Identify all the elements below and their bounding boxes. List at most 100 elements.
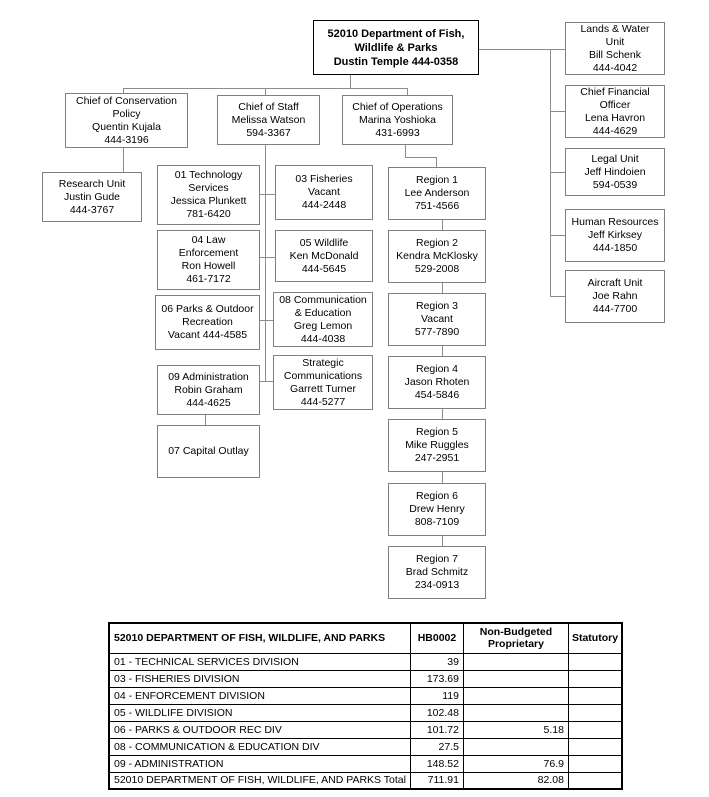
org-node-text: 594-3367 [246, 126, 291, 139]
org-node-text: Dustin Temple 444-0358 [333, 55, 459, 68]
org-node-text: Justin Gude [63, 190, 121, 203]
org-node-text: Melissa Watson [231, 113, 306, 126]
org-node-text: 444-4042 [592, 61, 638, 74]
table-cell-label: 52010 DEPARTMENT OF FISH, WILDLIFE, AND … [108, 771, 411, 790]
connector-line [550, 111, 565, 112]
org-node-text: 444-5277 [300, 395, 346, 408]
org-node-text: Chief of Conservation [76, 94, 177, 107]
table-cell-non_budgeted_proprietary [462, 669, 569, 688]
table-cell-non_budgeted_proprietary: 82.08 [462, 771, 569, 790]
table-cell-non_budgeted_proprietary [462, 703, 569, 722]
org-node-text: 08 Communication [279, 293, 367, 306]
budget-table-header-row: 52010 DEPARTMENT OF FISH, WILDLIFE, AND … [108, 622, 623, 654]
connector-line [260, 257, 275, 258]
org-node-text: & Education [294, 306, 352, 319]
org-node-text: Bill Schenk [589, 48, 641, 61]
org-node-text: Aircraft Unit [587, 277, 643, 289]
budget-table: 52010 DEPARTMENT OF FISH, WILDLIFE, AND … [108, 622, 624, 790]
table-cell-label: 03 - FISHERIES DIVISION [108, 669, 411, 688]
connector-line [550, 49, 565, 50]
connector-line [442, 220, 443, 230]
org-node-text: 577-7890 [414, 326, 460, 338]
org-node-text: Jeff Hindoien [584, 165, 646, 178]
connector-line [436, 157, 437, 167]
connector-line [260, 194, 275, 195]
org-node-text: Strategic [302, 356, 344, 369]
org-node-text: 04 Law [191, 234, 226, 246]
connector-line [550, 296, 565, 297]
table-cell-non_budgeted_proprietary: 76.9 [462, 754, 569, 773]
header-statutory: Statutory [567, 622, 623, 654]
org-node-text: 444-4629 [592, 124, 638, 137]
org-node-text: Lands & Water [580, 22, 650, 35]
connector-line [123, 148, 124, 172]
org-node-text: Vacant 444-4585 [167, 329, 248, 341]
org-node-text: 444-3767 [69, 203, 115, 216]
org-node-text: Region 1 [415, 174, 459, 186]
org-node-text: Garrett Turner [290, 382, 356, 395]
org-node-text: Marina Yoshioka [358, 113, 437, 126]
org-node-text: Lee Anderson [404, 187, 470, 199]
org-node-text: Greg Lemon [293, 319, 353, 332]
org-node-text: Quentin Kujala [92, 120, 161, 133]
header-hb0002: HB0002 [409, 622, 464, 654]
org-node-text: Region 7 [415, 553, 459, 565]
org-node-text: Region 4 [415, 363, 459, 375]
org-node-text: Research Unit [58, 177, 126, 190]
connector-line [265, 145, 266, 381]
org-node-text: 529-2008 [414, 263, 460, 275]
org-node-text: Region 2 [415, 237, 459, 249]
connector-line [405, 157, 437, 158]
org-node-text: 09 Administration [168, 370, 249, 383]
org-node-text: 444-5645 [301, 262, 347, 275]
connector-line [442, 536, 443, 546]
table-cell-hb0002: 39 [409, 652, 464, 671]
org-node-text: 461-7172 [186, 273, 231, 285]
org-node-text: 808-7109 [414, 516, 460, 528]
connector-line [123, 88, 124, 93]
org-node-text: Jessica Plunkett [170, 195, 247, 207]
connector-line [550, 49, 551, 297]
org-node-text: 03 Fisheries [295, 173, 353, 185]
org-node-text: Officer [599, 98, 631, 111]
org-node-text: Recreation [182, 316, 233, 328]
connector-line [550, 235, 565, 236]
org-node-text: 247-2951 [414, 452, 460, 464]
table-cell-statutory [567, 686, 623, 705]
table-cell-statutory [567, 771, 623, 790]
org-node-text: 751-4566 [414, 200, 460, 212]
connector-line [405, 145, 406, 157]
org-node-text: 444-4038 [300, 332, 346, 345]
table-cell-non_budgeted_proprietary [462, 737, 569, 756]
org-node-text: 594-0539 [592, 178, 638, 191]
org-node-text: 444-2448 [301, 199, 347, 211]
connector-line [260, 320, 275, 321]
org-node-text: 444-3196 [104, 133, 149, 146]
org-node-text: Services [188, 182, 229, 194]
connector-line [260, 381, 275, 382]
table-cell-hb0002: 101.72 [409, 720, 464, 739]
table-row: 52010 DEPARTMENT OF FISH, WILDLIFE, AND … [108, 771, 623, 790]
